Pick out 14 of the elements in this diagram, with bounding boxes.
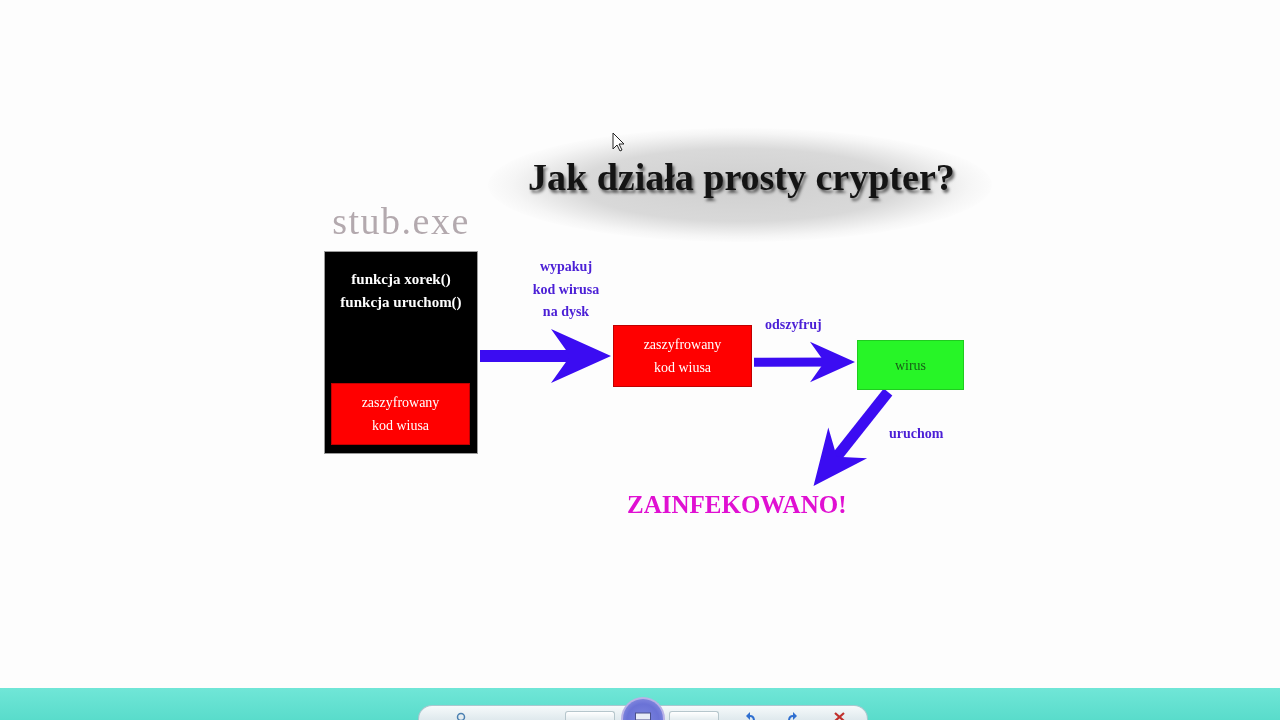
code-line: funkcja xorek() xyxy=(351,270,451,289)
box-label: zaszyfrowany kod wiusa xyxy=(360,394,441,435)
result-text: ZAINFEKOWANO! xyxy=(627,488,847,522)
file-name-heading: stub.exe xyxy=(332,200,470,242)
code-line: funkcja uruchom() xyxy=(340,293,462,312)
diagram-title: Jak działa prosty crypter? xyxy=(528,155,955,200)
block-arrow xyxy=(480,329,611,383)
process-box xyxy=(857,340,964,390)
box-label: wirus xyxy=(894,356,927,375)
block-arrow xyxy=(754,341,855,383)
block-arrow xyxy=(813,388,893,486)
process-box xyxy=(331,383,470,445)
box-label: zaszyfrowany kod wiusa xyxy=(642,336,723,377)
process-box xyxy=(613,325,752,387)
